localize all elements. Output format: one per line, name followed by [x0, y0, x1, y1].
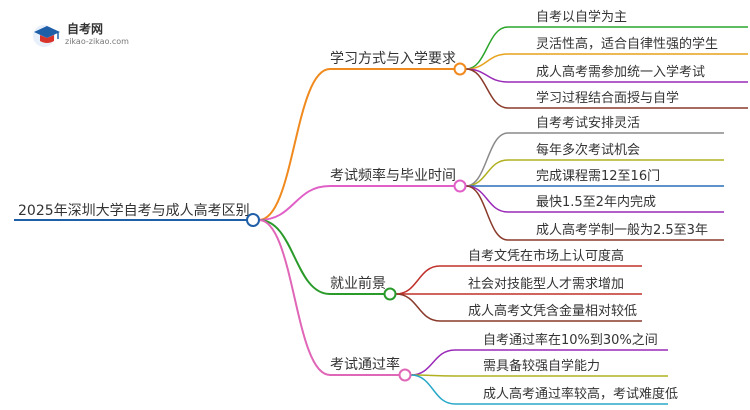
leaf-label: 自考通过率在10%到30%之间 [483, 332, 658, 348]
leaf-connector [395, 293, 441, 322]
leaf-label: 成人高考需参加统一入学考试 [536, 64, 705, 80]
leaf-connector [465, 26, 509, 70]
branch-connector [258, 219, 331, 376]
branch-node [453, 62, 467, 76]
branch-connector [258, 68, 331, 221]
branch-label: 学习方式与入学要求 [330, 51, 456, 67]
leaf-label: 完成课程需12至16门 [536, 169, 660, 184]
branch-label: 就业前景 [330, 275, 386, 292]
leaf-label: 需具备较强自学能力 [483, 358, 600, 374]
leaf-connector [465, 159, 509, 187]
leaf-label: 自考以自学为主 [536, 9, 627, 25]
leaf-label: 每年多次考试机会 [536, 142, 640, 158]
logo: 自考网 zikao-zikao.com [30, 20, 180, 50]
leaf-connector [465, 68, 509, 109]
leaf-label: 成人高考学制一般为2.5至3年 [536, 222, 708, 238]
logo-url: zikao-zikao.com [65, 37, 129, 46]
branch-node [398, 368, 412, 382]
leaf-label: 社会对技能型人才需求增加 [468, 276, 624, 292]
leaf-connector [465, 185, 509, 213]
branch-connector [258, 185, 331, 221]
graduation-cap-icon [33, 25, 60, 47]
leaf-connector [465, 132, 509, 187]
branch-node [383, 287, 397, 301]
leaf-label: 学习过程结合面授与自学 [536, 90, 679, 106]
leaf-label: 灵活性高，适合自律性强的学生 [536, 36, 718, 52]
root-topic: 2025年深圳大学自考与成人高考区别 [18, 202, 250, 219]
leaf-connector [410, 374, 456, 405]
branch-label: 考试通过率 [330, 356, 400, 373]
leaf-label: 成人高考通过率较高，考试难度低 [483, 386, 678, 402]
branch-node [453, 179, 467, 193]
leaf-label: 自考文凭在市场上认可度高 [468, 248, 624, 264]
leaf-label: 自考考试安排灵活 [536, 116, 640, 131]
leaf-connector [395, 265, 441, 295]
leaf-label: 成人高考文凭含金量相对较低 [468, 303, 637, 319]
leaf-connector [465, 185, 509, 241]
leaf-label: 最快1.5至2年内完成 [536, 194, 656, 210]
leaf-connector [410, 349, 456, 376]
branch-label: 考试频率与毕业时间 [330, 167, 456, 184]
root-node [246, 213, 260, 227]
branch-connector [258, 219, 331, 295]
logo-name: 自考网 [67, 22, 104, 36]
